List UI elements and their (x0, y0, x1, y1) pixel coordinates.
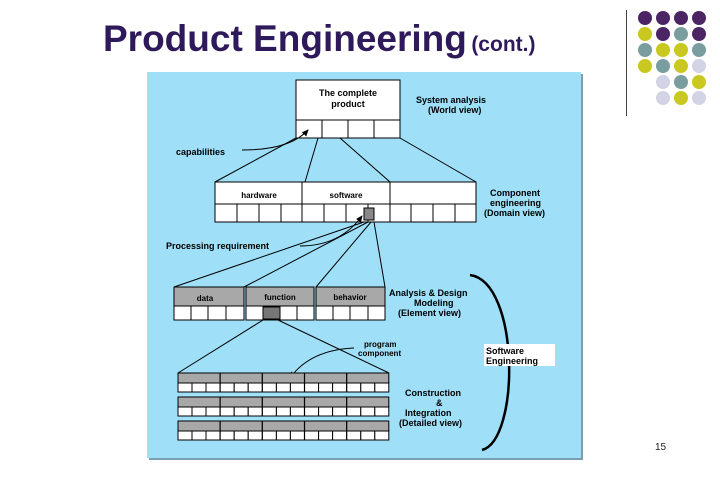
construction-label: Construction (405, 388, 461, 398)
detail-cell (247, 382, 263, 393)
component-label: Component (490, 188, 540, 198)
detail-cell (346, 406, 362, 417)
detail-cell (304, 406, 320, 417)
detail-cell (261, 430, 277, 441)
software-engineering-box (484, 344, 555, 366)
detail-cell (289, 430, 305, 441)
engineering-label: engineering (490, 198, 541, 208)
complete-product-line1: The complete (319, 88, 377, 98)
detail-cell (332, 382, 348, 393)
function-label: function (264, 293, 296, 302)
detail-cell (360, 406, 376, 417)
detail-cell (360, 430, 376, 441)
detail-cell (318, 382, 334, 393)
slide-number: 15 (655, 442, 667, 453)
detail-cell (205, 406, 221, 417)
detail-cell (219, 430, 235, 441)
detail-group-header (304, 372, 348, 384)
behavior-label: behavior (333, 293, 366, 302)
software-label: software (330, 191, 363, 200)
processing-arrow (299, 215, 363, 247)
processing-requirement-label: Processing requirement (166, 241, 269, 251)
detail-cell (275, 430, 291, 441)
detail-cell (318, 406, 334, 417)
detail-group-header (177, 420, 221, 432)
detail-cell (289, 382, 305, 393)
software-label-box: Software (486, 346, 524, 356)
detail-cell (374, 430, 390, 441)
system-analysis-label: System analysis (416, 95, 486, 105)
detail-rows (177, 372, 390, 441)
complete-product-box: The complete product (295, 79, 401, 139)
ampersand-label: & (436, 398, 443, 408)
detail-group-header (219, 372, 263, 384)
detail-group-header (304, 420, 348, 432)
detail-cell (275, 406, 291, 417)
detail-cell (332, 406, 348, 417)
detail-cell (374, 382, 390, 393)
detail-cell (289, 406, 305, 417)
detail-cell (233, 430, 249, 441)
detail-cell (219, 382, 235, 393)
capabilities-label: capabilities (176, 147, 225, 157)
detail-cell (247, 406, 263, 417)
detail-cell (191, 382, 207, 393)
data-label: data (197, 294, 214, 303)
detail-cell (360, 382, 376, 393)
detail-cell (374, 406, 390, 417)
detail-cell (177, 430, 193, 441)
detail-cell (191, 430, 207, 441)
domain-boxes: hardware software (214, 181, 477, 223)
detail-cell (346, 382, 362, 393)
detail-cell (346, 430, 362, 441)
detail-group-header (346, 372, 390, 384)
detail-cell (233, 382, 249, 393)
connector-lines (173, 137, 477, 374)
detail-cell (191, 406, 207, 417)
decorative-divider (626, 10, 627, 116)
detail-cell (205, 430, 221, 441)
detail-group-header (304, 396, 348, 408)
detail-group-header (219, 420, 263, 432)
detail-cell (304, 382, 320, 393)
hardware-label: hardware (241, 191, 277, 200)
detail-cell (332, 430, 348, 441)
detail-group-header (261, 396, 305, 408)
detail-cell (261, 406, 277, 417)
capabilities-arrow (241, 129, 309, 151)
detail-group-header (261, 372, 305, 384)
element-boxes: data function behavior (173, 286, 386, 321)
detail-group-header (346, 420, 390, 432)
detail-group-header (177, 372, 221, 384)
detail-cell (275, 382, 291, 393)
complete-product-line2: product (331, 99, 365, 109)
domain-view-label: (Domain view) (484, 208, 545, 218)
detail-cell (261, 382, 277, 393)
detail-cell (318, 430, 334, 441)
modeling-label: Modeling (414, 298, 454, 308)
detailed-view-label: (Detailed view) (399, 418, 462, 428)
analysis-design-label: Analysis & Design (389, 288, 468, 298)
title-sub: (cont.) (471, 33, 536, 56)
detail-cell (219, 406, 235, 417)
detail-cell (177, 406, 193, 417)
detail-cell (177, 382, 193, 393)
component-sub-label: component (358, 349, 401, 358)
world-view-label: (World view) (428, 105, 481, 115)
slide-title: Product Engineering (cont.) (103, 18, 535, 60)
detail-group-header (261, 420, 305, 432)
program-label: program (364, 340, 396, 349)
detail-cell (233, 406, 249, 417)
integration-label: Integration (405, 408, 452, 418)
detail-group-header (219, 396, 263, 408)
element-view-label: (Element view) (398, 308, 461, 318)
detail-cell (304, 430, 320, 441)
title-main: Product Engineering (103, 18, 467, 59)
detail-group-header (346, 396, 390, 408)
detail-cell (247, 430, 263, 441)
detail-group-header (177, 396, 221, 408)
engineering-label-box: Engineering (486, 356, 538, 366)
detail-cell (205, 382, 221, 393)
